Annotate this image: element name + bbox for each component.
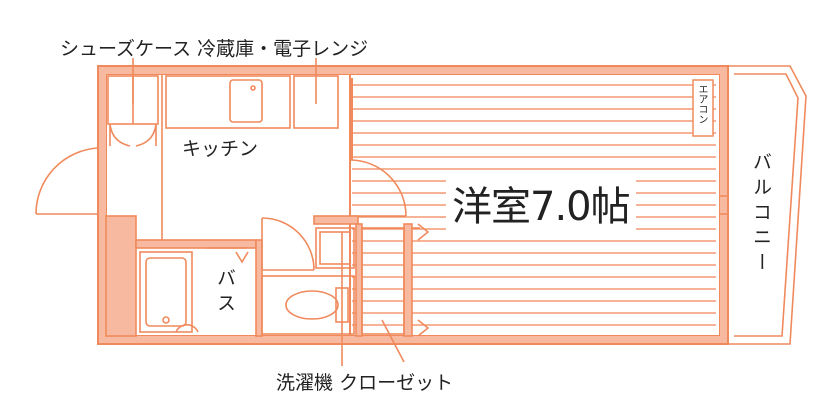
kitchen-label: キッチン	[182, 138, 259, 160]
closet-label: クローゼット	[339, 372, 454, 394]
entrance-door	[35, 147, 99, 215]
room-door	[349, 159, 407, 217]
fridge-label: 冷蔵庫・電子レンジ	[197, 38, 369, 60]
aircon-label: エアコン	[696, 84, 707, 124]
balcony-label: バルコニー	[750, 152, 772, 277]
top-labels: シューズケース 冷蔵庫・電子レンジ	[60, 34, 368, 61]
washing-machine	[315, 227, 355, 269]
shoe-case-label: シューズケース	[60, 38, 192, 60]
interior-walls	[105, 215, 413, 337]
washer-label: 洗濯機	[276, 372, 334, 394]
bath-label: バス	[214, 268, 236, 318]
bathtub	[139, 251, 199, 333]
room-label: 洋室7.0帖	[446, 174, 636, 232]
kitchen-counter	[161, 74, 291, 240]
wall-fill	[99, 67, 727, 343]
closet	[361, 223, 430, 337]
bath-door	[206, 247, 249, 264]
toilet-door	[261, 217, 315, 271]
balcony	[720, 65, 807, 345]
bottom-labels: 洗濯機 クローゼット	[276, 368, 453, 395]
aircon-box	[692, 79, 714, 137]
toilet	[261, 275, 355, 335]
leader-lines	[132, 58, 405, 366]
